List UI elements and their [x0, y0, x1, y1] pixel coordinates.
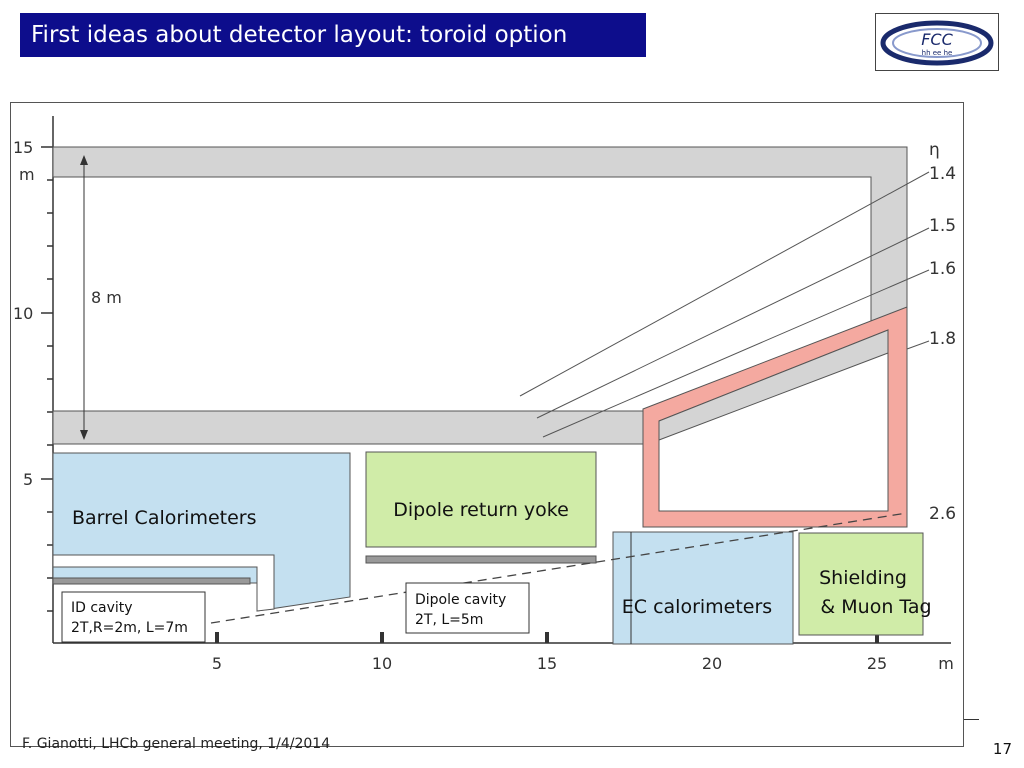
eta-label-1-4: 1.4 [929, 164, 956, 184]
dimension-arrow-head-top [80, 155, 88, 165]
toroid-inner-bar [52, 410, 644, 445]
barrel-calorimeters-label: Barrel Calorimeters [72, 507, 257, 529]
barrel-inner-layer [52, 554, 275, 612]
eta-label-1-8: 1.8 [929, 329, 956, 349]
shielding-label-line2: & Muon Tag [820, 596, 931, 618]
dimension-arrow-head-bottom [80, 430, 88, 440]
slide-footer: F. Gianotti, LHCb general meeting, 1/4/2… [22, 736, 331, 752]
fcc-logo: FCC hh ee he [875, 13, 999, 71]
page-number: 17 [992, 740, 1012, 758]
eta-symbol: η [929, 140, 940, 160]
toroid-outer-structure [52, 146, 908, 336]
barrel-calorimeter [52, 452, 351, 612]
x-tick-label-25: 25 [867, 654, 887, 673]
id-cavity-box [61, 591, 206, 643]
y-tick-label-10: 10 [13, 304, 33, 323]
x-tick-label-15: 15 [537, 654, 557, 673]
slide-title: First ideas about detector layout: toroi… [20, 13, 646, 57]
endcap-toroid-gray-band [658, 329, 889, 441]
shielding-label-line1: Shielding [819, 567, 907, 589]
dipole-bar [365, 555, 597, 564]
y-tick-label-15: 15 [13, 138, 33, 157]
shielding-muon-tag [798, 532, 924, 636]
id-cavity-label-line2: 2T,R=2m, L=7m [71, 620, 188, 636]
svg-text:hh ee he: hh ee he [922, 49, 953, 57]
footer-rule [964, 719, 979, 720]
eta-label-1-6: 1.6 [929, 259, 956, 279]
id-cavity-label-line1: ID cavity [71, 600, 133, 616]
x-tick-label-20: 20 [702, 654, 722, 673]
dipole-cavity-box [405, 582, 530, 634]
solenoid-bar [52, 577, 251, 585]
ec-calorimeters-label: EC calorimeters [622, 596, 772, 618]
x-unit-label: m [938, 654, 954, 673]
eta-label-1-5: 1.5 [929, 216, 956, 236]
y-ticks [41, 146, 53, 612]
eta-lines [519, 171, 930, 438]
dipole-return-yoke [365, 451, 597, 548]
y-unit-label: m [19, 165, 35, 184]
dipole-yoke-label: Dipole return yoke [393, 499, 569, 521]
dipole-cavity-label-line2: 2T, L=5m [415, 612, 483, 628]
y-tick-label-5: 5 [23, 470, 33, 489]
svg-text:FCC: FCC [921, 30, 953, 49]
x-tick-label-5: 5 [212, 654, 222, 673]
x-tick-label-10: 10 [372, 654, 392, 673]
eta-2-6-dashed-line [210, 512, 908, 624]
eta-label-2-6: 2.6 [929, 504, 956, 524]
detector-layout-diagram: 15 m 10 5 5 10 15 20 25 m 8 m [10, 102, 964, 747]
dimension-label: 8 m [91, 288, 122, 307]
dipole-cavity-label-line1: Dipole cavity [415, 592, 506, 608]
ec-calorimeter [612, 531, 794, 645]
